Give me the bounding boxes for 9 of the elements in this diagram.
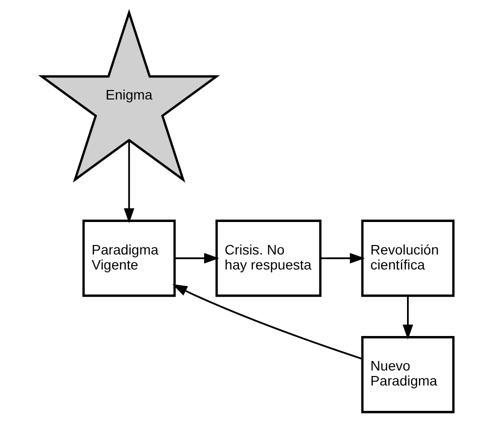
arrow (124, 140, 134, 224)
arrow (174, 253, 220, 264)
node-box: Revolución científica (361, 220, 455, 297)
node-box: Paradigma Vigente (82, 220, 176, 297)
node-box: Nuevo Paradigma (361, 336, 455, 414)
node-box: Crisis. No hay respuesta (215, 220, 322, 297)
arrow (402, 296, 414, 340)
arrow (320, 253, 365, 264)
arrow (172, 284, 362, 360)
